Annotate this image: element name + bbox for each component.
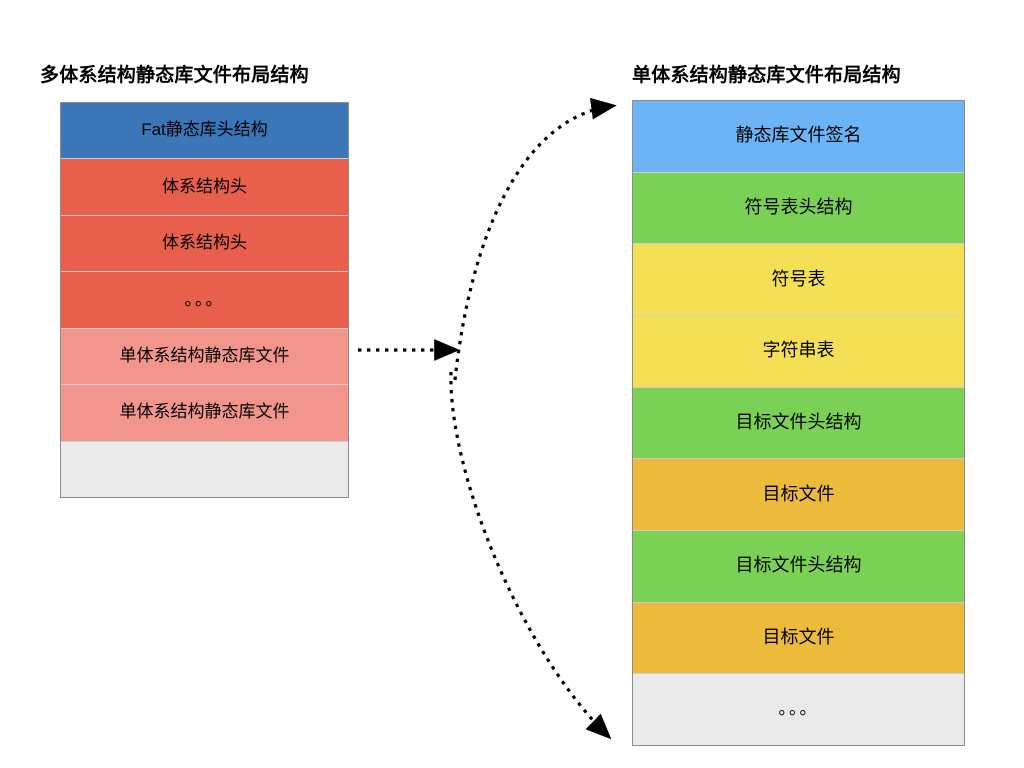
- expand-curve-arrow-bottom: [449, 371, 612, 740]
- right-block-8-label: 。。。: [778, 699, 819, 719]
- right-block-3[interactable]: 字符串表: [633, 316, 964, 388]
- left-block-5[interactable]: 单体系结构静态库文件: [61, 385, 348, 442]
- left-block-1-label: 体系结构头: [162, 176, 247, 196]
- right-block-0-label: 静态库文件签名: [735, 125, 862, 146]
- right-block-6-label: 目标文件头结构: [735, 555, 862, 576]
- left-block-4-label: 单体系结构静态库文件: [119, 346, 290, 366]
- left-block-3-ellipsis[interactable]: 。。。: [61, 272, 348, 329]
- right-block-1-label: 符号表头结构: [744, 197, 853, 218]
- multi-arch-static-library-stack: Fat静态库头结构 体系结构头 体系结构头 。。。 单体系结构静态库文件 单体系…: [60, 102, 349, 498]
- right-block-4-label: 目标文件头结构: [735, 412, 862, 433]
- right-block-2[interactable]: 符号表: [633, 244, 964, 317]
- right-block-5[interactable]: 目标文件: [633, 459, 964, 532]
- left-block-2[interactable]: 体系结构头: [61, 215, 348, 273]
- right-block-7-label: 目标文件: [762, 627, 835, 648]
- right-block-3-label: 字符串表: [762, 340, 835, 361]
- left-block-4[interactable]: 单体系结构静态库文件: [61, 328, 348, 386]
- left-block-6-empty[interactable]: [61, 441, 348, 497]
- left-block-1[interactable]: 体系结构头: [61, 159, 348, 216]
- expand-curve-arrow-top: [453, 97, 617, 381]
- right-block-0[interactable]: 静态库文件签名: [633, 101, 964, 173]
- left-column-title: 多体系结构静态库文件布局结构: [40, 65, 309, 86]
- right-block-8-ellipsis[interactable]: 。。。: [633, 674, 964, 746]
- single-arch-static-library-stack: 静态库文件签名 符号表头结构 符号表 字符串表 目标文件头结构 目标文件 目标文…: [632, 100, 965, 746]
- right-block-4[interactable]: 目标文件头结构: [633, 387, 964, 460]
- right-block-5-label: 目标文件: [762, 483, 835, 504]
- right-column-title: 单体系结构静态库文件布局结构: [632, 65, 901, 86]
- left-block-3-label: 。。。: [184, 289, 225, 309]
- left-block-2-label: 体系结构头: [162, 233, 247, 253]
- left-block-0[interactable]: Fat静态库头结构: [61, 103, 348, 160]
- right-block-7[interactable]: 目标文件: [633, 602, 964, 675]
- left-block-5-label: 单体系结构静态库文件: [119, 402, 290, 422]
- left-block-0-label: Fat静态库头结构: [141, 120, 268, 140]
- right-block-2-label: 符号表: [771, 268, 826, 289]
- right-block-6[interactable]: 目标文件头结构: [633, 531, 964, 603]
- right-block-1[interactable]: 符号表头结构: [633, 172, 964, 245]
